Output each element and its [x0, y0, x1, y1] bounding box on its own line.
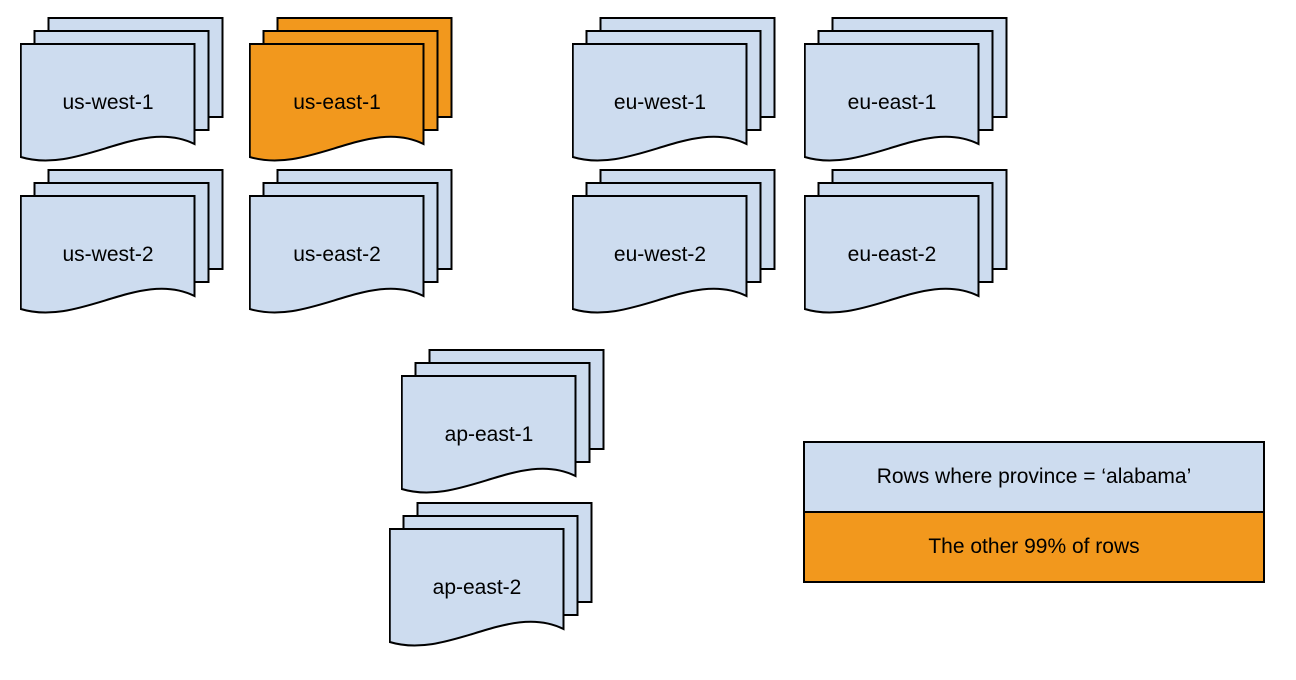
region-label: us-east-2 [293, 243, 381, 266]
region-stack-eu-east-2: eu-east-2 [804, 169, 1008, 322]
front-document-sheet [249, 195, 425, 314]
region-stack-us-west-1: us-west-1 [20, 17, 224, 170]
document-stack-icon [249, 17, 453, 162]
document-stack-icon [572, 169, 776, 314]
region-stack-eu-west-2: eu-west-2 [572, 169, 776, 322]
legend-item-label: Rows where province = ‘alabama’ [876, 465, 1192, 488]
document-stack-icon [249, 169, 453, 314]
front-document-sheet [249, 43, 425, 162]
legend-item-other-rows: The other 99% of rows [805, 513, 1263, 581]
document-stack-icon [20, 169, 224, 314]
region-label: ap-east-2 [432, 576, 522, 599]
document-stack-icon [389, 502, 593, 647]
region-label: eu-west-2 [613, 243, 707, 266]
front-document-sheet [572, 195, 748, 314]
document-stack-icon [401, 349, 605, 494]
region-stack-us-east-2: us-east-2 [249, 169, 453, 322]
front-document-sheet [572, 43, 748, 162]
region-stack-us-west-2: us-west-2 [20, 169, 224, 322]
legend-item-alabama-rows: Rows where province = ‘alabama’ [805, 443, 1263, 513]
document-stack-icon [20, 17, 224, 162]
region-label: us-west-2 [62, 243, 154, 266]
region-stack-eu-east-1: eu-east-1 [804, 17, 1008, 170]
front-document-sheet [20, 43, 196, 162]
region-label: ap-east-1 [444, 423, 534, 446]
region-label: us-east-1 [293, 91, 381, 114]
region-stack-ap-east-2: ap-east-2 [389, 502, 593, 655]
front-document-sheet [804, 195, 980, 314]
region-stack-ap-east-1: ap-east-1 [401, 349, 605, 502]
region-stack-eu-west-1: eu-west-1 [572, 17, 776, 170]
document-stack-icon [572, 17, 776, 162]
region-label: eu-east-1 [847, 91, 937, 114]
legend-item-label: The other 99% of rows [928, 535, 1140, 558]
region-label: eu-east-2 [847, 243, 937, 266]
region-stack-us-east-1: us-east-1 [249, 17, 453, 170]
front-document-sheet [389, 528, 565, 647]
region-label: eu-west-1 [613, 91, 707, 114]
front-document-sheet [804, 43, 980, 162]
legend: Rows where province = ‘alabama’ The othe… [803, 441, 1265, 583]
document-stack-icon [804, 169, 1008, 314]
front-document-sheet [401, 375, 577, 494]
front-document-sheet [20, 195, 196, 314]
region-label: us-west-1 [62, 91, 154, 114]
document-stack-icon [804, 17, 1008, 162]
